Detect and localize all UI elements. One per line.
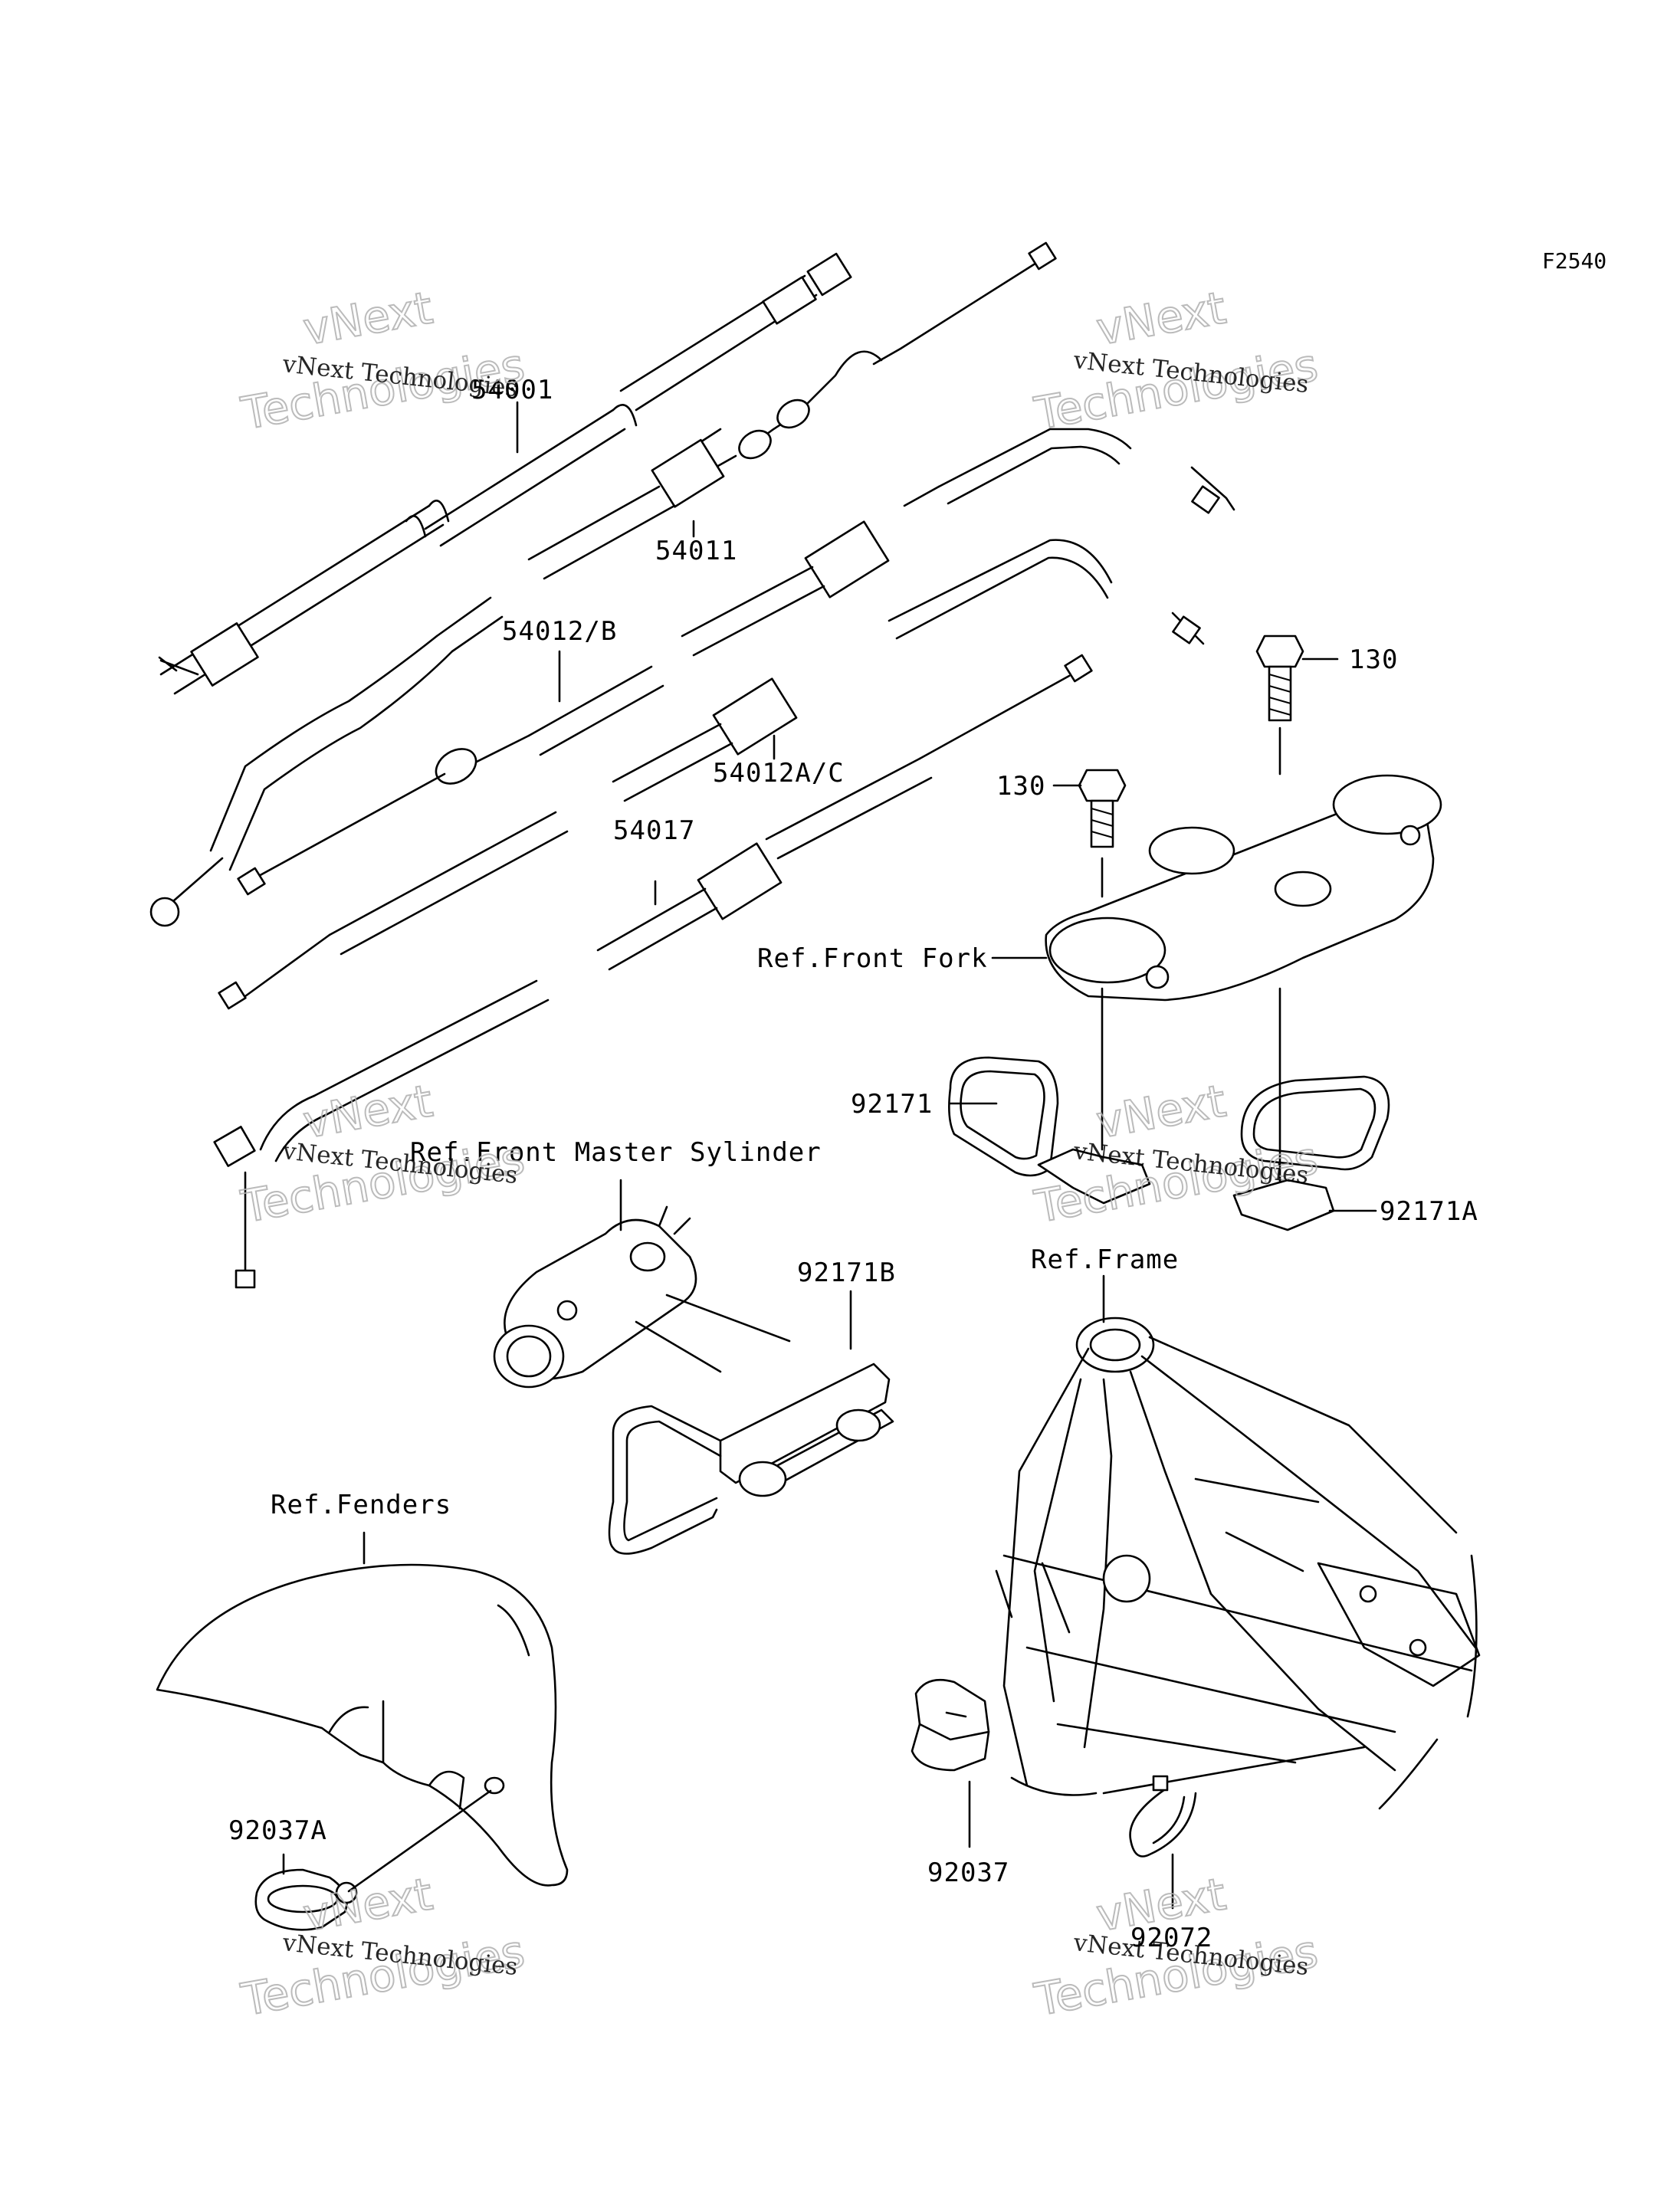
label-ref-frame: Ref.Frame (1031, 1244, 1179, 1275)
upper-fork-bracket[interactable] (1045, 774, 1442, 1002)
frame[interactable] (995, 1317, 1481, 1810)
label-92171: 92171 (851, 1089, 933, 1120)
label-130-right: 130 (1349, 644, 1398, 675)
label-54001: 54001 (471, 375, 553, 405)
bolt-130-left[interactable] (1078, 769, 1127, 848)
clamp-92171[interactable] (948, 1056, 1151, 1205)
front-fender[interactable] (156, 1563, 569, 1887)
clamp-92171B[interactable] (608, 1294, 894, 1555)
label-130-left: 130 (996, 771, 1045, 802)
svg-text:vNext: vNext (1093, 281, 1230, 355)
label-54017: 54017 (613, 815, 695, 846)
cable-54017[interactable] (213, 654, 1093, 1289)
label-92037: 92037 (927, 1858, 1009, 1888)
watermark-top-left: vNext Technologies vNext Technologies (237, 280, 530, 441)
label-54012AC: 54012A/C (713, 758, 845, 789)
cable-54001[interactable] (158, 252, 852, 695)
label-ref-fenders: Ref.Fenders (271, 1490, 451, 1520)
label-92037A: 92037A (228, 1815, 327, 1846)
clamp-92037A[interactable] (254, 1789, 492, 1931)
label-ref-front-fork: Ref.Front Fork (757, 943, 988, 974)
label-92171A: 92171A (1380, 1196, 1478, 1227)
label-54012B: 54012/B (502, 616, 617, 647)
cable-54012B[interactable] (237, 428, 1235, 896)
diagram-code: F2540 (1542, 248, 1606, 274)
clamp-92037[interactable] (911, 1678, 990, 1772)
label-92072: 92072 (1130, 1923, 1212, 1953)
label-ref-master-cylinder: Ref.Front Master Sylinder (410, 1137, 822, 1168)
leader-lines (282, 401, 1377, 1910)
svg-text:vNext: vNext (1093, 1074, 1230, 1148)
watermark-top-right: vNext Technologies vNext Technologies (1030, 280, 1323, 441)
label-92171B: 92171B (797, 1258, 896, 1288)
clamp-92171A[interactable] (1232, 1075, 1390, 1231)
svg-text:vNext: vNext (300, 281, 437, 355)
watermark-bottom-right: vNext Technologies vNext Technologies (1030, 1867, 1323, 2027)
front-master-cylinder[interactable] (493, 1205, 697, 1389)
cable-54011[interactable] (149, 241, 1057, 927)
bolt-130-right[interactable] (1255, 635, 1304, 722)
label-54011: 54011 (655, 536, 737, 566)
cable-54012AC[interactable] (218, 539, 1205, 1010)
band-92072[interactable] (1129, 1775, 1197, 1858)
